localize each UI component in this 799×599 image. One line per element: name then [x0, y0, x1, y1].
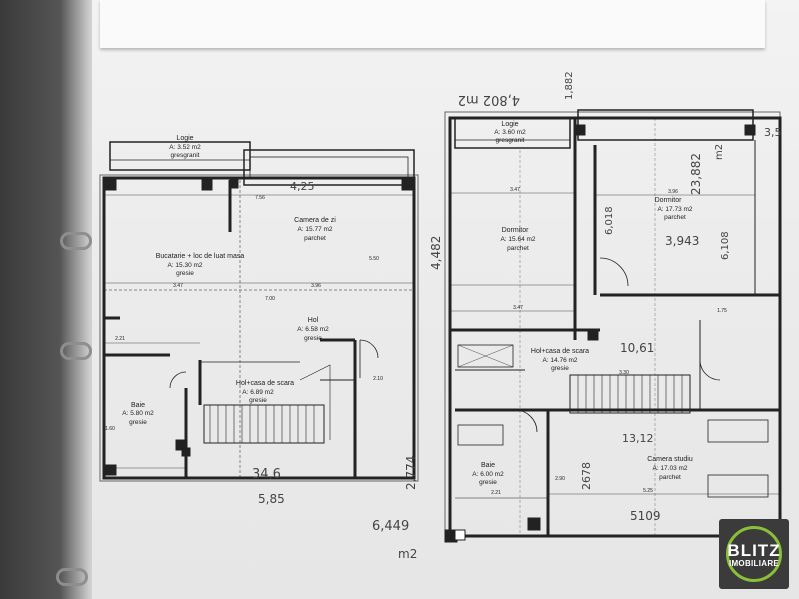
- left-dim: 1.60: [105, 426, 115, 432]
- handwritten-note: 2678: [580, 462, 593, 490]
- right-logie-area: A: 3.60 m2: [494, 129, 526, 136]
- handwritten-note: 5,85: [258, 492, 285, 506]
- right-baie-floor: gresie: [479, 479, 497, 486]
- right-baie-name: Baie: [481, 462, 495, 469]
- binder-ring-icon: [60, 232, 92, 250]
- left-hol-scara-floor: gresie: [249, 397, 267, 404]
- handwritten-note: 3,5: [764, 126, 782, 139]
- handwritten-note: 4,482: [429, 236, 443, 270]
- right-camera-studiu-name: Camera studiu: [647, 456, 693, 463]
- handwritten-note: 3,943: [665, 234, 699, 248]
- handwritten-note: 4,25: [290, 180, 315, 193]
- right-dim: 3.30: [619, 370, 629, 376]
- right-dormitor2-area: A: 17.73 m2: [657, 206, 692, 213]
- right-logie-name: Logie: [501, 121, 518, 128]
- handwritten-note: 34,6: [252, 467, 281, 482]
- handwritten-note: 23,882: [689, 153, 703, 195]
- right-baie-area: A: 6.00 m2: [472, 471, 504, 478]
- handwritten-note: 6,449: [372, 519, 409, 534]
- left-dim: 7.00: [265, 296, 275, 302]
- logo-ring-icon: [726, 526, 782, 582]
- handwritten-note: 4,802 m2: [458, 92, 520, 107]
- right-camera-studiu-area: A: 17.03 m2: [652, 465, 687, 472]
- handwritten-note: 5109: [630, 509, 661, 523]
- left-baie-area: A: 5.80 m2: [122, 410, 154, 417]
- handwritten-notes: 4,802 m2 4,25 34,6 5,85 6,449 m2 2,774 4…: [252, 71, 782, 561]
- left-baie-name: Baie: [131, 402, 145, 409]
- blitz-imobiliare-logo: BLITZ IMOBILIARE: [719, 519, 789, 589]
- handwritten-note: m2: [714, 144, 725, 160]
- left-dim: 2.10: [373, 376, 383, 382]
- left-dim: 3.96: [311, 283, 321, 289]
- right-dim: 1.75: [717, 308, 727, 314]
- right-dormitor1-area: A: 15.64 m2: [500, 236, 535, 243]
- left-bucatarie-floor: gresie: [176, 270, 194, 277]
- top-paper-edge: [100, 0, 765, 48]
- left-logie-name: Logie: [176, 135, 193, 142]
- right-dim: 3.47: [510, 187, 520, 193]
- right-logie-floor: gresgranit: [496, 137, 525, 144]
- left-hol-name: Hol: [308, 317, 319, 324]
- right-hol-scara-name: Hol+casa de scara: [531, 348, 589, 355]
- handwritten-note: m2: [398, 547, 417, 561]
- right-hol-scara-floor: gresie: [551, 365, 569, 372]
- left-dim: 2.21: [115, 336, 125, 342]
- left-bucatarie-area: A: 15.30 m2: [167, 262, 202, 269]
- right-dim: 2.90: [555, 476, 565, 482]
- left-bucatarie-name: Bucatarie + loc de luat masa: [156, 253, 245, 260]
- left-camera-zi-name: Camera de zi: [294, 217, 336, 224]
- logo-line2: IMOBILIARE: [728, 558, 780, 568]
- left-dim: 7.56: [255, 195, 265, 201]
- binder-ring-icon: [56, 568, 88, 586]
- right-dim: 3.47: [513, 305, 523, 311]
- binder-ring-icon: [60, 342, 92, 360]
- left-baie-floor: gresie: [129, 419, 147, 426]
- left-logie-floor: gresgranit: [171, 152, 200, 159]
- left-hol-scara-name: Hol+casa de scara: [236, 380, 294, 387]
- handwritten-note: 6,108: [720, 231, 731, 260]
- right-dormitor2-name: Dormitor: [655, 197, 683, 204]
- left-hol-floor: gresie: [304, 335, 322, 342]
- right-camera-studiu-floor: parchet: [659, 474, 681, 481]
- right-dormitor2-floor: parchet: [664, 214, 686, 221]
- left-camera-zi-floor: parchet: [304, 235, 326, 242]
- handwritten-note: 1,882: [564, 71, 575, 100]
- handwritten-note: 10,61: [620, 341, 654, 355]
- right-plan-labels: Logie A: 3.60 m2 gresgranit Dormitor A: …: [472, 121, 727, 496]
- left-hol-area: A: 6.58 m2: [297, 326, 329, 333]
- right-floor-plan: [181, 109, 782, 543]
- left-logie-area: A: 3.52 m2: [169, 144, 201, 151]
- handwritten-note: 6,018: [604, 206, 615, 235]
- left-plan-labels: Logie A: 3.52 m2 gresgranit Camera de zi…: [105, 135, 383, 432]
- left-floor-plan: [99, 141, 419, 482]
- right-dormitor1-floor: parchet: [507, 245, 529, 252]
- right-dim: 5.25: [643, 488, 653, 494]
- right-hol-scara-area: A: 14.76 m2: [542, 357, 577, 364]
- right-dim: 3.96: [668, 189, 678, 195]
- handwritten-note: 13,12: [622, 432, 654, 445]
- handwritten-note: 2,774: [404, 456, 418, 490]
- left-hol-scara-area: A: 6.89 m2: [242, 389, 274, 396]
- right-dormitor1-name: Dormitor: [502, 227, 530, 234]
- left-dim: 5.50: [369, 256, 379, 262]
- left-dim: 3.47: [173, 283, 183, 289]
- logo-line1: BLITZ: [727, 540, 781, 560]
- right-dim: 2.21: [491, 490, 501, 496]
- left-camera-zi-area: A: 15.77 m2: [297, 226, 332, 233]
